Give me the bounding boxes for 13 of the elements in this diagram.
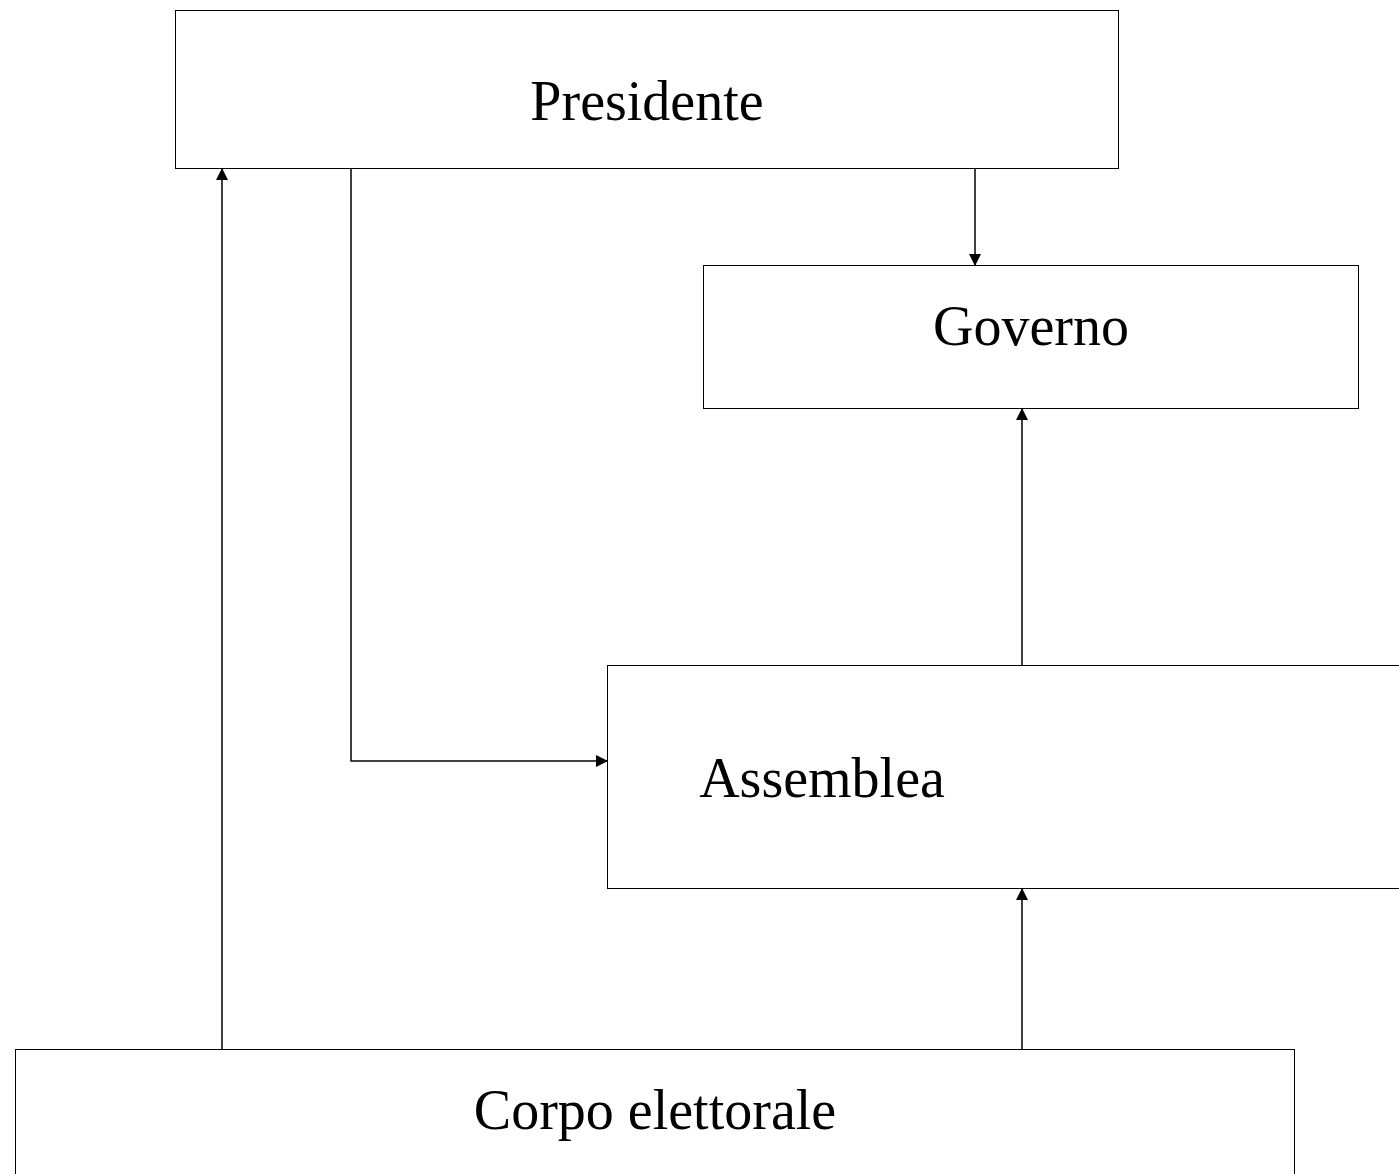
process-box <box>607 665 1399 889</box>
arrow <box>969 168 981 266</box>
arrow <box>350 168 608 767</box>
process-box <box>175 10 1119 169</box>
arrow <box>1016 888 1028 1050</box>
arrow <box>1016 408 1028 666</box>
box-label: Corpo elettorale <box>472 1080 838 1142</box>
process-box <box>15 1049 1295 1174</box>
arrow <box>216 168 228 1050</box>
box-label: Assemblea <box>698 748 946 810</box>
process-box <box>703 265 1359 409</box>
box-label: Governo <box>932 296 1130 358</box>
box-label: Presidente <box>529 71 765 133</box>
